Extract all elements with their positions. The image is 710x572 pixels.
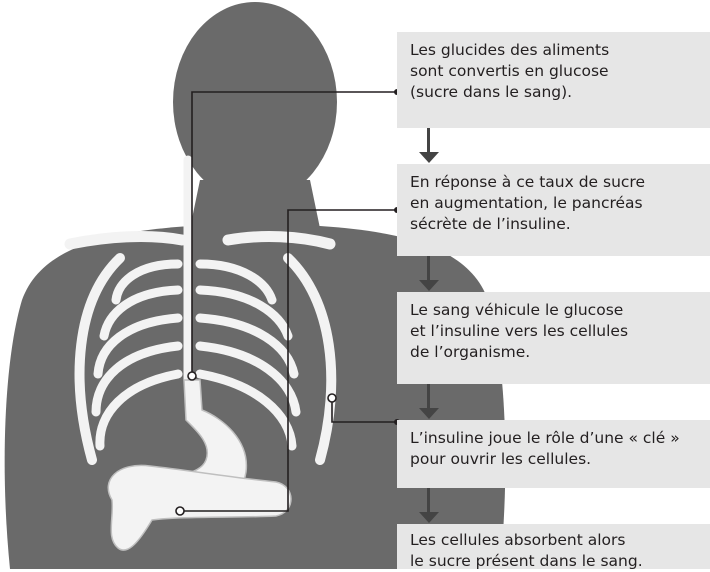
step-2-text: En réponse à ce taux de sucre en augment… [410, 172, 704, 235]
step-1-text: Les glucides des aliments sont convertis… [410, 40, 704, 103]
step-3-text: Le sang véhicule le glucose et l’insulin… [410, 300, 704, 363]
step-4-text: L’insuline joue le rôle d’une « clé » po… [410, 428, 704, 470]
down-arrow-icon [418, 128, 440, 164]
down-arrow-icon [418, 256, 440, 292]
step-3-panel: Le sang véhicule le glucose et l’insulin… [397, 292, 710, 384]
step-2-panel: En réponse à ce taux de sucre en augment… [397, 164, 710, 256]
step-4-panel: L’insuline joue le rôle d’une « clé » po… [397, 420, 710, 488]
step-1-panel: Les glucides des aliments sont convertis… [397, 32, 710, 128]
step-5-panel: Les cellules absorbent alors le sucre pr… [397, 524, 710, 569]
step-5-text: Les cellules absorbent alors le sucre pr… [410, 530, 704, 572]
down-arrow-icon [418, 384, 440, 420]
down-arrow-icon [418, 488, 440, 524]
